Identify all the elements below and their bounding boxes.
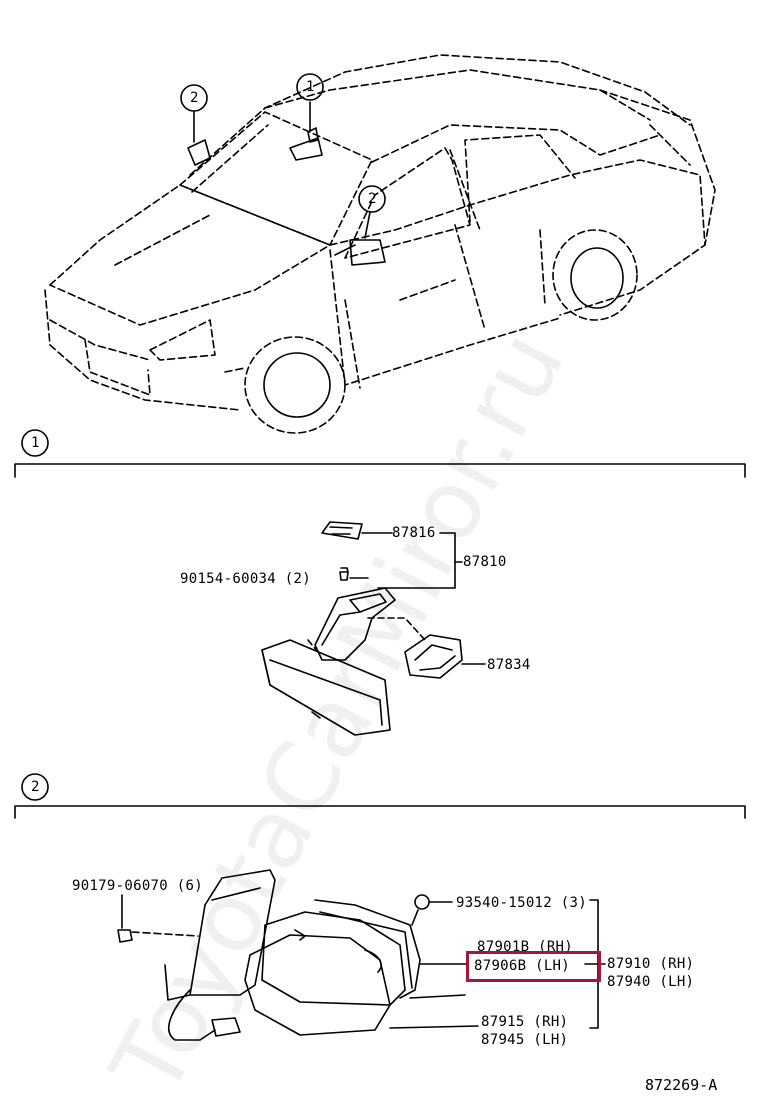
- part-label-87906B-lh[interactable]: 87906B (LH): [474, 958, 571, 974]
- car-illustration: [44, 54, 716, 411]
- callout-number-2a: 2: [190, 90, 199, 106]
- highlight-box-87906B: [466, 951, 601, 982]
- front-wheel: [244, 336, 346, 434]
- part-label-90179-06070[interactable]: 90179-06070 (6): [72, 878, 203, 894]
- car-door-mirror-shape: [349, 239, 386, 266]
- part-label-87945-lh[interactable]: 87945 (LH): [481, 1032, 569, 1048]
- section-2-divider: [14, 805, 746, 819]
- section-2-leaders: [121, 894, 606, 1029]
- part-label-87834[interactable]: 87834: [487, 657, 531, 673]
- callout-circle-1: [296, 73, 324, 101]
- part-label-90154-60034[interactable]: 90154-60034 (2): [180, 571, 311, 587]
- car-inner-mirror-shape: [289, 137, 323, 161]
- car-inner-mirror-stalk: [307, 127, 319, 143]
- section-1-divider: [14, 463, 746, 478]
- part-label-87915-rh[interactable]: 87915 (RH): [481, 1014, 569, 1030]
- part-label-87940-lh[interactable]: 87940 (LH): [607, 974, 695, 990]
- callout-number-2b: 2: [368, 191, 377, 207]
- callout-circle-2b: [358, 185, 386, 213]
- outer-mirror-assembly: [117, 869, 430, 1041]
- rear-wheel: [552, 229, 638, 321]
- callout-number-1: 1: [306, 79, 315, 95]
- part-label-87816[interactable]: 87816: [392, 525, 436, 541]
- callout-circle-2a: [180, 84, 208, 112]
- car-left-mirror-shape: [187, 139, 211, 166]
- inner-mirror-assembly: [261, 521, 463, 736]
- section-1-leaders: [307, 532, 486, 665]
- part-label-93540-15012[interactable]: 93540-15012 (3): [456, 895, 587, 911]
- part-label-87910-rh[interactable]: 87910 (RH): [607, 956, 695, 972]
- diagram-reference-code: 872269-A: [645, 1076, 718, 1094]
- part-label-87810[interactable]: 87810: [463, 554, 507, 570]
- section-1-number: 1: [31, 435, 40, 451]
- section-2-number: 2: [31, 779, 40, 795]
